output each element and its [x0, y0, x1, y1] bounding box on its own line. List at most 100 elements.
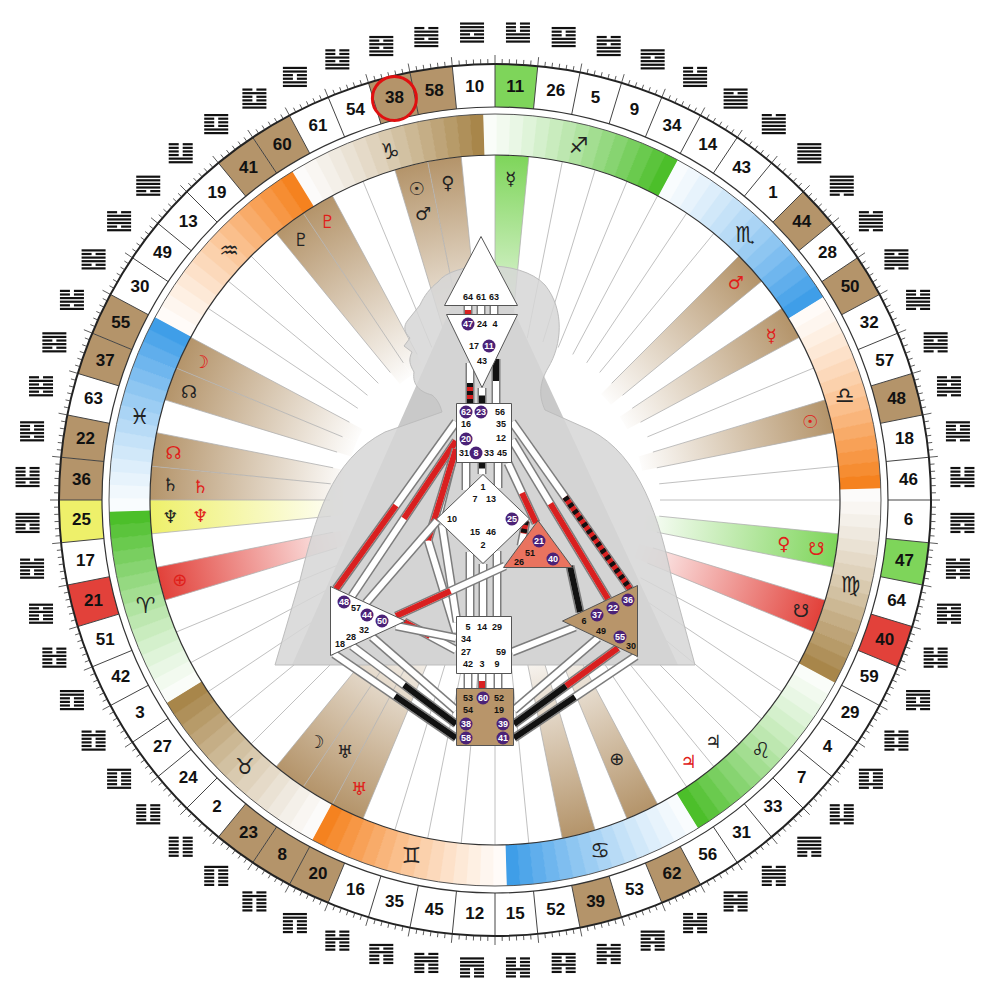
- tick: [889, 686, 894, 688]
- channel-border: [396, 566, 505, 616]
- gate-number: 41: [239, 158, 258, 178]
- hexagram-line: [924, 651, 934, 653]
- tick: [458, 935, 459, 940]
- gate-divider: [660, 500, 840, 501]
- gate-number: 1: [480, 483, 485, 492]
- channel: [372, 637, 456, 710]
- gate-number: 10: [465, 77, 484, 97]
- tick: [926, 435, 931, 437]
- hexagram-line: [697, 70, 707, 72]
- tick: [125, 253, 132, 258]
- hexagram-line: [60, 694, 84, 696]
- tick: [916, 386, 921, 387]
- tick: [64, 592, 69, 593]
- gate-divider: [251, 256, 378, 383]
- hexagram-line: [811, 851, 821, 853]
- hexagram-line: [873, 772, 883, 774]
- gate-divider: [152, 466, 331, 484]
- gate-number: 64: [887, 591, 906, 611]
- hexagram-line: [552, 38, 576, 40]
- hexagram-line: [951, 383, 961, 385]
- tick: [827, 782, 831, 785]
- gate-number: 52: [494, 694, 504, 703]
- hexagram-line: [283, 920, 293, 922]
- tick: [837, 771, 841, 774]
- tick: [865, 267, 869, 270]
- tick: [444, 933, 446, 938]
- tick: [238, 854, 241, 858]
- tick: [85, 660, 90, 662]
- gate-number: 34: [663, 116, 682, 136]
- cell-divider: [59, 500, 102, 501]
- tick: [914, 620, 919, 621]
- hexagram-line: [950, 513, 974, 515]
- tick: [64, 407, 69, 408]
- channel-body: [493, 359, 499, 403]
- hexagram-line: [597, 951, 607, 953]
- gate-divider: [657, 433, 834, 468]
- cell-divider: [871, 373, 912, 385]
- hexagram-line: [169, 150, 179, 152]
- planet-symbol: ♀: [777, 532, 790, 553]
- channel-body: [514, 648, 618, 724]
- hexagram-line: [460, 961, 484, 963]
- hexagram-line: [460, 30, 484, 32]
- ring-line: [59, 64, 931, 936]
- tick: [551, 932, 553, 937]
- center-shape: [457, 617, 512, 674]
- tick: [204, 828, 207, 832]
- tick: [743, 859, 746, 863]
- center-shape: [445, 237, 518, 306]
- active-gate: 40: [547, 553, 560, 566]
- hexagram-line: [830, 804, 840, 806]
- tick: [145, 232, 149, 235]
- tick: [635, 82, 637, 87]
- hexagram-line: [283, 931, 293, 933]
- hexagram-line: [655, 949, 665, 951]
- gate-cell: [92, 294, 148, 349]
- tick: [69, 627, 78, 630]
- hexagram-line: [924, 339, 934, 341]
- gate-number: 22: [76, 429, 95, 449]
- gate-number: 27: [461, 648, 471, 657]
- hexagram-line: [428, 971, 438, 973]
- tick: [755, 146, 758, 150]
- hexagram-line: [762, 884, 772, 886]
- hexagram-line: [29, 394, 53, 396]
- hexagram-line: [297, 78, 307, 80]
- tick: [707, 881, 709, 885]
- tick: [587, 69, 588, 74]
- gate-number: 51: [525, 549, 535, 558]
- hexagram-line: [29, 607, 39, 609]
- hexagram-line: [283, 78, 293, 80]
- tick: [668, 95, 670, 100]
- cell-divider: [572, 885, 580, 927]
- gate-number: 61: [476, 293, 486, 302]
- tick: [300, 104, 302, 108]
- gate-cell: [858, 614, 912, 667]
- hexagram-line: [34, 436, 44, 438]
- hexagram-line: [204, 884, 214, 886]
- tick: [141, 237, 145, 240]
- hexagram-line: [29, 383, 39, 385]
- gate-number: 16: [346, 880, 365, 900]
- hexagram-line: [339, 945, 349, 947]
- cell-divider: [534, 891, 538, 934]
- channel-border: [428, 449, 456, 632]
- cell-divider: [680, 115, 700, 153]
- tick: [121, 730, 125, 733]
- tick: [110, 712, 114, 714]
- tick: [668, 900, 670, 905]
- tick: [788, 173, 791, 177]
- energy-center: 47244171143: [446, 314, 518, 388]
- hexagram-line: [964, 471, 974, 473]
- tick: [227, 846, 230, 850]
- hexagram-line: [325, 934, 335, 936]
- hexagram-line: [830, 815, 840, 817]
- hexagram-line: [776, 880, 786, 882]
- zodiac-sign: ♓: [130, 404, 150, 429]
- channel-border: [464, 674, 473, 688]
- hexagram-line: [383, 40, 393, 42]
- tick: [458, 60, 459, 65]
- gate-number: 27: [153, 737, 172, 757]
